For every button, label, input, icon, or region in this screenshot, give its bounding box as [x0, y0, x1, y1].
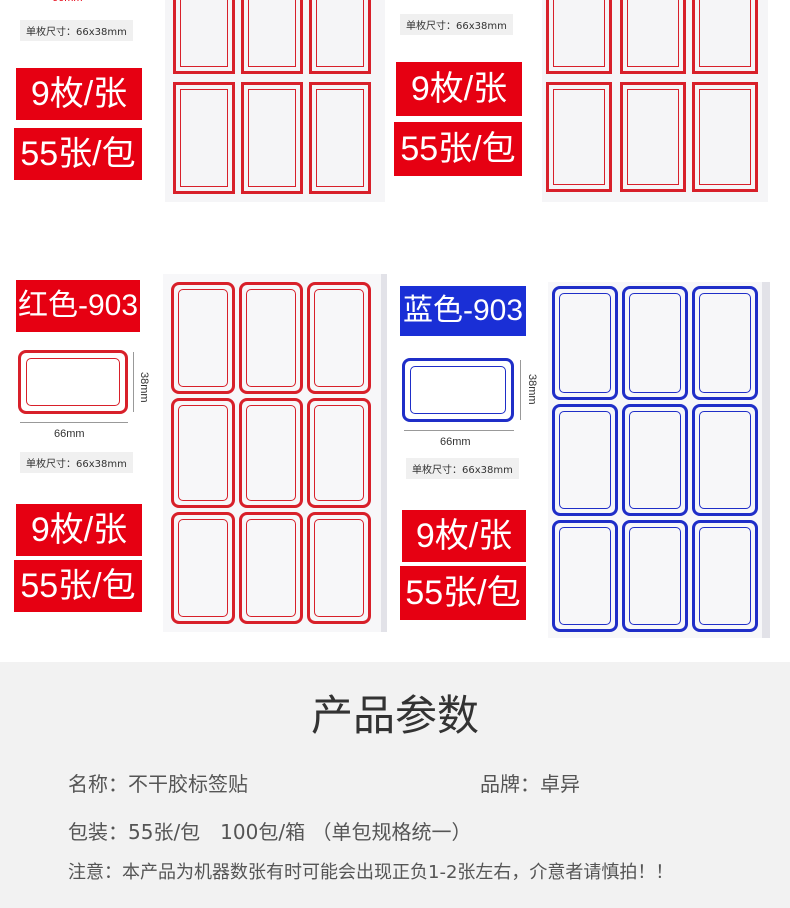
- label-cell: [620, 82, 686, 192]
- red-903-title-tag: 红色-903: [16, 280, 140, 332]
- label-cell: [692, 404, 758, 516]
- label-cell: [692, 520, 758, 632]
- blue-903-title-tag: 蓝色-903: [400, 286, 526, 336]
- label-cell: [552, 404, 618, 516]
- top-left-size-text: 单枚尺寸：66x38mm: [20, 20, 133, 41]
- red-903-height-dimension-line: [133, 352, 134, 412]
- product-parameters-section: 产品参数 名称：不干胶标签贴 品牌：卓异 包装：55张/包 100包/箱 （单包…: [0, 662, 790, 908]
- label-cell: [171, 282, 235, 394]
- red-903-pack-tag: 55张/包: [14, 560, 142, 612]
- label-cell: [239, 282, 303, 394]
- label-cell: [622, 286, 688, 400]
- label-cell: [692, 82, 758, 192]
- red-903-count-tag: 9枚/张: [16, 504, 142, 556]
- blue-903-height-dimension-line: [520, 360, 521, 420]
- label-cell: [309, 82, 371, 194]
- label-cell: [239, 512, 303, 624]
- label-cell: [241, 0, 303, 74]
- red-903-width-label: 66mm: [54, 428, 85, 440]
- blue-903-height-label: 38mm: [526, 374, 538, 405]
- label-cell: [622, 404, 688, 516]
- label-cell: [173, 0, 235, 74]
- label-cell: [241, 82, 303, 194]
- label-cell: [309, 0, 371, 74]
- label-cell: [546, 0, 612, 74]
- blue-903-sample-label: [402, 358, 514, 422]
- red-903-sample-label: [18, 350, 128, 414]
- params-name: 名称：不干胶标签贴: [68, 772, 248, 796]
- label-cell: [692, 0, 758, 74]
- blue-903-label-sheet: [548, 282, 770, 638]
- label-cell: [173, 82, 235, 194]
- label-cell: [546, 82, 612, 192]
- blue-903-pack-tag: 55张/包: [400, 566, 526, 620]
- label-cell: [307, 512, 371, 624]
- top-right-pack-tag: 55张/包: [394, 122, 522, 176]
- blue-903-width-dimension-line: [404, 430, 514, 431]
- red-903-width-dimension-line: [20, 422, 128, 423]
- blue-903-count-tag: 9枚/张: [402, 510, 526, 562]
- label-cell: [552, 286, 618, 400]
- blue-903-size-text: 单枚尺寸：66x38mm: [406, 458, 519, 479]
- red-903-label-sheet: [163, 274, 387, 632]
- label-cell: [620, 0, 686, 74]
- label-cell: [552, 520, 618, 632]
- red-903-size-text: 单枚尺寸：66x38mm: [20, 452, 133, 473]
- top-left-width-label: 66mm: [52, 0, 83, 4]
- params-title: 产品参数: [310, 691, 479, 740]
- label-cell: [622, 520, 688, 632]
- top-right-label-sheet: [542, 0, 768, 202]
- params-brand: 品牌：卓异: [480, 772, 580, 796]
- label-cell: [307, 398, 371, 508]
- top-right-size-text: 单枚尺寸：66x38mm: [400, 14, 513, 35]
- params-packing: 包装：55张/包 100包/箱 （单包规格统一）: [68, 820, 472, 844]
- label-cell: [239, 398, 303, 508]
- red-903-height-label: 38mm: [138, 372, 150, 403]
- top-left-pack-tag: 55张/包: [14, 128, 142, 180]
- params-note: 注意：本产品为机器数张有时可能会出现正负1-2张左右，介意者请慎拍！！: [68, 862, 674, 883]
- top-left-label-sheet: [165, 0, 385, 202]
- label-cell: [692, 286, 758, 400]
- blue-903-width-label: 66mm: [440, 436, 471, 448]
- label-cell: [171, 512, 235, 624]
- label-cell: [171, 398, 235, 508]
- top-left-count-tag: 9枚/张: [16, 68, 142, 120]
- top-right-count-tag: 9枚/张: [396, 62, 522, 116]
- label-cell: [307, 282, 371, 394]
